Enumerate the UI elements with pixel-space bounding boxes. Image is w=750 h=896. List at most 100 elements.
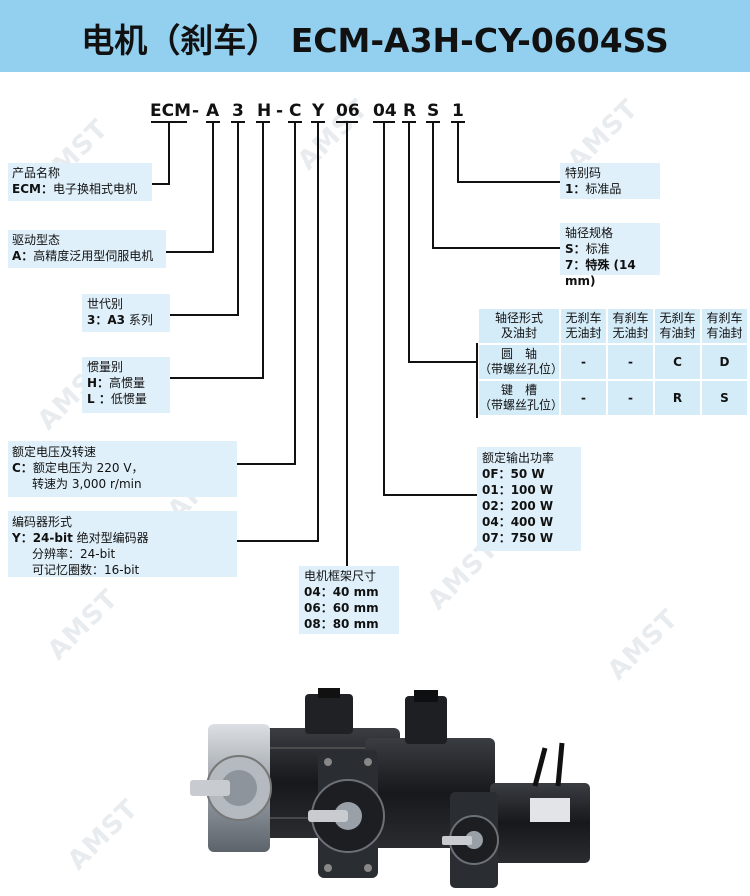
box-title: 电机框架尺寸	[304, 569, 377, 583]
table-cell: -	[559, 343, 608, 381]
shaft-spec-box: 轴径规格 S：标准 7：特殊 (14 mm)	[560, 223, 660, 288]
box-value: 特殊 (14 mm)	[565, 258, 636, 288]
box-title: 惯量别	[87, 360, 124, 374]
connector-line	[408, 361, 477, 363]
table-bracket	[476, 343, 478, 418]
table-header: 无刹车 无油封	[559, 307, 608, 345]
box-value: 低惯量	[110, 392, 147, 406]
connector-line	[457, 122, 459, 182]
box-key: ECM：	[12, 182, 53, 196]
table-header: 无刹车 有油封	[653, 307, 702, 345]
connector-line	[383, 122, 385, 495]
connector-line	[432, 122, 434, 248]
power-box: 额定输出功率 0F：50 W 01：100 W 02：200 W 04：400 …	[477, 447, 581, 551]
table-cell-text: 无刹车	[659, 311, 696, 325]
connector-line	[166, 251, 214, 253]
box-item: 0F：50 W	[482, 467, 545, 481]
code-y: Y	[312, 101, 325, 121]
motor-medium	[308, 690, 495, 878]
encoder-box: 编码器形式 Y：24-bit 绝对型编码器 分辨率：24-bit 可记忆圈数：1…	[8, 511, 237, 577]
table-corner: 轴径形式 及油封	[477, 307, 561, 345]
box-value: 分辨率：24-bit	[32, 547, 116, 561]
code-06: 06	[336, 101, 360, 121]
code-1: 1	[452, 101, 464, 121]
box-item: 04：400 W	[482, 515, 554, 529]
box-value: 标准	[585, 242, 610, 256]
box-item: 08：80 mm	[304, 617, 379, 631]
table-cell-text: 有刹车	[612, 311, 649, 325]
table-cell-text: 无油封	[565, 326, 602, 340]
box-value: 高精度泛用型伺服电机	[33, 249, 154, 263]
code-dash: -	[276, 101, 284, 121]
connector-line	[262, 122, 264, 378]
table-cell: R	[653, 379, 702, 417]
box-title: 产品名称	[12, 166, 61, 180]
connector-line	[294, 122, 296, 464]
connector-line	[152, 183, 170, 185]
box-value: 转速为 3,000 r/min	[32, 477, 142, 491]
box-value: 绝对型编码器	[72, 531, 149, 545]
special-code-box: 特别码 1：标准品	[560, 163, 660, 199]
frame-size-box: 电机框架尺寸 04：40 mm 06：60 mm 08：80 mm	[299, 566, 399, 634]
box-item: 02：200 W	[482, 499, 554, 513]
table-cell-text: 无刹车	[565, 311, 602, 325]
inertia-box: 惯量别 H：高惯量 L ：低惯量	[82, 357, 170, 413]
table-cell: D	[700, 343, 749, 381]
connector-line	[457, 181, 560, 183]
table-cell-text: 无油封	[612, 326, 649, 340]
connector-line	[346, 122, 348, 566]
generation-box: 世代别 3：A3 系列	[82, 294, 170, 332]
connector-line	[383, 494, 477, 496]
servo-motors-image	[190, 688, 590, 888]
connector-line	[432, 247, 560, 249]
code-3: 3	[232, 101, 244, 121]
box-value: 高惯量	[109, 376, 146, 390]
table-cell-text: 有油封	[659, 326, 696, 340]
table-cell-text: 有油封	[706, 326, 743, 340]
table-cell-text: （带螺丝孔位）	[479, 362, 564, 376]
product-name-box: 产品名称 ECM：电子换相式电机	[8, 163, 152, 201]
table-cell: -	[559, 379, 608, 417]
connector-line	[212, 122, 214, 252]
table-cell-text: 有刹车	[706, 311, 743, 325]
box-title: 驱动型态	[12, 233, 61, 247]
table-cell-text: 及油封	[500, 326, 537, 340]
table-cell-text: 圆 轴	[500, 347, 537, 361]
shaft-type-table: 轴径形式 及油封 无刹车 无油封 有刹车 无油封 无刹车 有油封 有刹车 有油封…	[477, 307, 749, 417]
table-cell-text: （带螺丝孔位）	[479, 398, 564, 412]
code-h: H	[257, 101, 272, 121]
table-cell-text: 键 槽	[500, 383, 537, 397]
watermark: AMST	[42, 583, 125, 667]
connector-line	[170, 314, 239, 316]
box-key: L ：	[87, 392, 111, 406]
header-banner: 电机（刹车） ECM-A3H-CY-0604SS	[0, 0, 750, 72]
box-value: 额定电压为 220 V，	[32, 461, 144, 475]
box-key: H：	[87, 376, 110, 390]
connector-line	[170, 377, 264, 379]
watermark: AMST	[292, 93, 375, 177]
box-key: C：	[12, 461, 33, 475]
box-title: 编码器形式	[12, 515, 73, 529]
table-header: 有刹车 无油封	[606, 307, 655, 345]
code-s: S	[427, 101, 440, 121]
motor-small	[442, 742, 590, 888]
table-row: 键 槽 （带螺丝孔位） - - R S	[477, 379, 749, 417]
connector-line	[237, 122, 239, 315]
table-cell-text: 轴径形式	[494, 311, 543, 325]
box-key: A：	[12, 249, 34, 263]
connector-line	[408, 122, 410, 362]
table-cell: -	[606, 343, 655, 381]
code-dash: -	[192, 101, 200, 121]
box-item: 04：40 mm	[304, 585, 379, 599]
box-title: 轴径规格	[565, 226, 614, 240]
box-key: Y：24-bit	[12, 531, 73, 545]
box-title: 世代别	[87, 297, 124, 311]
connector-line	[317, 122, 319, 541]
box-key: S：	[565, 242, 586, 256]
box-value: 电子换相式电机	[52, 182, 137, 196]
code-r: R	[403, 101, 417, 121]
connector-line	[168, 122, 170, 184]
table-row-label: 圆 轴 （带螺丝孔位）	[477, 343, 564, 381]
connector-line	[237, 463, 296, 465]
table-cell: C	[653, 343, 702, 381]
